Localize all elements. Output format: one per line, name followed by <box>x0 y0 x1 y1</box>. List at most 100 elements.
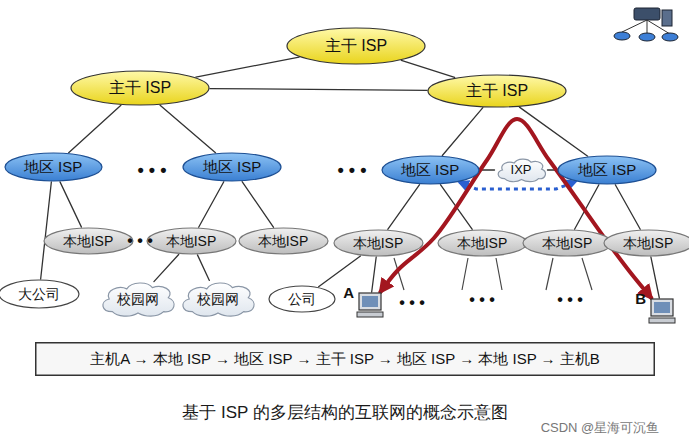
peering-arrow <box>459 182 575 189</box>
watermark: CSDN @星海可沉鱼 <box>541 419 660 437</box>
ellipse-outline <box>428 75 566 107</box>
ellipsis-dots: • • • <box>469 291 495 309</box>
node-label: 主干 ISP <box>466 81 528 100</box>
node-label: 地区 ISP <box>203 158 261 176</box>
node-label: 地区 ISP <box>24 158 82 176</box>
isp-ellipse: 本地ISP <box>603 229 689 257</box>
cloud-outline <box>498 159 545 182</box>
isp-ellipse: 大公司 <box>0 279 80 309</box>
node-label: 主干 ISP <box>325 36 387 55</box>
node-label: 校园网 <box>197 291 239 308</box>
ellipsis-dots: • • • <box>138 160 167 181</box>
monitor <box>359 293 381 310</box>
stub-line <box>582 258 592 290</box>
ellipse-outline <box>523 230 612 256</box>
keyboard <box>649 318 675 323</box>
isp-ellipse: 公司 <box>268 285 336 313</box>
link-line <box>160 105 215 153</box>
link-line <box>41 182 52 279</box>
node-label: 公司 <box>288 291 316 308</box>
isp-ellipse: 地区 ISP <box>381 155 480 185</box>
ellipse-outline <box>604 230 689 256</box>
icon-server <box>662 10 672 26</box>
network-cloud: 校园网 <box>178 280 258 318</box>
stub-lines <box>394 258 592 290</box>
host-label: B <box>635 290 646 308</box>
keyboard <box>357 312 383 317</box>
link-line <box>651 257 659 298</box>
link-line <box>210 89 427 91</box>
isp-ellipse: 主干 ISP <box>286 27 426 65</box>
icon-node <box>614 32 630 40</box>
node-label: 地区 ISP <box>401 161 459 179</box>
link-line <box>442 108 483 156</box>
ellipse-outline <box>334 230 423 256</box>
icon-wire <box>622 20 647 32</box>
node-label: 本地ISP <box>353 235 404 252</box>
ellipse-outline <box>71 71 209 105</box>
node-label: 地区 ISP <box>578 161 636 179</box>
ellipse-outline <box>5 153 102 181</box>
network-cloud: 校园网 <box>98 280 178 318</box>
node-label: 本地ISP <box>63 233 114 250</box>
cloud-outline <box>103 283 174 316</box>
ellipse-outline <box>269 286 335 312</box>
node-label: 本地ISP <box>623 235 674 252</box>
link-line <box>242 182 273 228</box>
ellipse-outline <box>287 28 425 64</box>
link-line <box>69 105 121 152</box>
stub-line <box>462 258 468 290</box>
node-label: 本地ISP <box>166 233 217 250</box>
monitor-screen <box>654 302 670 313</box>
ellipse-outline <box>0 280 79 308</box>
stub-line <box>546 258 553 290</box>
host-computer: B <box>649 298 675 324</box>
ellipse-outline <box>44 228 133 254</box>
isp-ellipse: 本地ISP <box>146 227 237 255</box>
ellipse-outline <box>438 230 527 256</box>
isp-ellipse: 本地ISP <box>437 229 528 257</box>
isp-ellipse: 主干 ISP <box>70 70 210 106</box>
ellipsis-dots: • • • <box>399 294 425 312</box>
link-line <box>372 257 377 292</box>
link-line <box>319 256 361 287</box>
icon-wire <box>647 20 648 34</box>
isp-ellipse: 本地ISP <box>238 227 329 255</box>
link-line <box>60 182 81 227</box>
isp-ellipse: 地区 ISP <box>557 155 657 185</box>
node-outline <box>357 292 383 318</box>
isp-ellipse: 地区 ISP <box>4 152 103 182</box>
link-line <box>401 60 454 77</box>
link-line <box>154 254 179 281</box>
ellipsis-dots: • • • <box>557 291 583 309</box>
link-line <box>199 182 224 227</box>
ellipse-outline <box>382 156 479 184</box>
link-line <box>196 57 299 77</box>
icon-node <box>639 33 655 41</box>
network-icon <box>614 8 678 41</box>
node-label: 主机A → 本地 ISP → 地区 ISP → 主干 ISP → 地区 ISP … <box>90 350 600 368</box>
ellipse-outline <box>239 228 328 254</box>
icon-node <box>662 33 678 41</box>
monitor <box>651 299 673 316</box>
box-outline <box>36 343 655 376</box>
route-arrow <box>380 119 651 298</box>
node-label: 大公司 <box>18 286 60 303</box>
host-computer: A <box>357 292 383 318</box>
node-outline <box>649 298 675 324</box>
isp-ellipse: 主干 ISP <box>427 74 567 108</box>
ellipse-outline <box>147 228 236 254</box>
ellipsis-dots: • • • <box>338 160 367 181</box>
node-label: 主干 ISP <box>109 78 171 97</box>
node-label: IXP <box>511 162 532 178</box>
host-label: A <box>343 284 354 302</box>
icon-router <box>634 8 660 20</box>
ellipse-outline <box>558 156 656 184</box>
icon-wire <box>647 20 670 34</box>
link-line <box>388 185 420 230</box>
network-cloud: IXP <box>495 157 548 183</box>
node-label: 校园网 <box>117 291 159 308</box>
node-label: 本地ISP <box>258 233 309 250</box>
link-line <box>615 185 640 229</box>
